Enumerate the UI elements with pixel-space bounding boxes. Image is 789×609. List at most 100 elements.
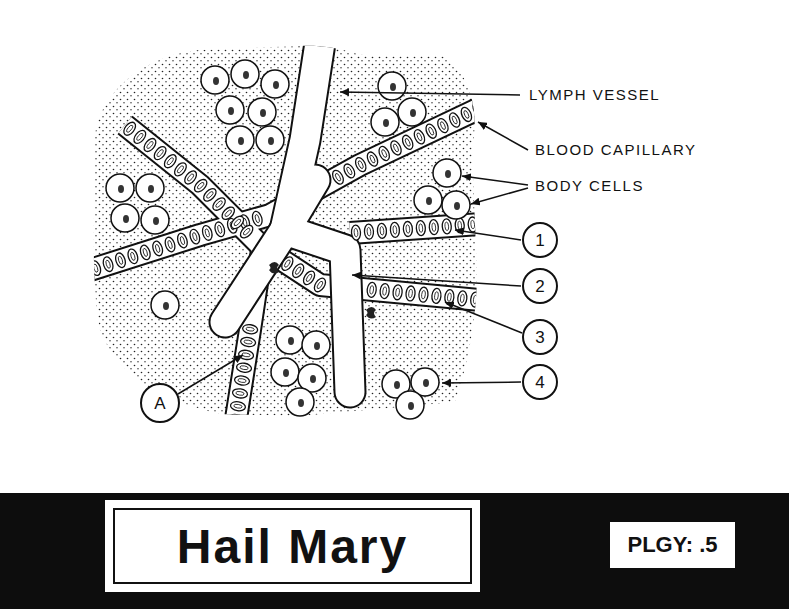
red-blood-cell bbox=[166, 157, 174, 166]
red-blood-cell bbox=[367, 282, 377, 298]
red-blood-cell bbox=[136, 132, 144, 141]
red-blood-cell bbox=[429, 219, 439, 235]
red-blood-cell bbox=[458, 221, 462, 230]
cell-nucleus bbox=[410, 109, 416, 117]
red-blood-cell bbox=[431, 288, 441, 304]
body-cell bbox=[371, 108, 399, 136]
red-blood-cell bbox=[232, 417, 241, 422]
callout-number: 4 bbox=[522, 364, 558, 400]
red-blood-cell bbox=[228, 413, 244, 424]
red-blood-cell bbox=[406, 225, 410, 234]
body-cell bbox=[231, 60, 259, 88]
red-blood-cell bbox=[342, 162, 357, 179]
red-blood-cell bbox=[416, 132, 423, 141]
red-blood-cell bbox=[234, 375, 250, 386]
red-blood-cell bbox=[176, 232, 189, 249]
cell-membrane bbox=[231, 60, 259, 88]
cell-nucleus bbox=[153, 217, 159, 225]
cell-nucleus bbox=[238, 137, 244, 145]
red-blood-cell bbox=[424, 122, 439, 139]
tissue-fluid bbox=[94, 46, 477, 416]
body-cells bbox=[106, 60, 470, 419]
body-cell bbox=[216, 96, 244, 124]
red-blood-cell bbox=[354, 228, 358, 237]
cell-nucleus bbox=[283, 369, 289, 377]
red-blood-cell bbox=[412, 128, 427, 145]
red-blood-cell bbox=[244, 340, 253, 345]
white-blood-cell bbox=[366, 307, 376, 319]
cell-nucleus bbox=[314, 342, 320, 350]
red-blood-cell bbox=[312, 276, 328, 293]
red-blood-cell bbox=[254, 214, 260, 223]
body-cell bbox=[302, 331, 330, 359]
red-blood-cell bbox=[163, 236, 176, 253]
red-blood-cell bbox=[232, 388, 248, 399]
red-blood-cell bbox=[342, 162, 357, 179]
red-blood-cell bbox=[416, 220, 426, 236]
red-blood-cell bbox=[431, 288, 441, 304]
red-blood-cell bbox=[176, 165, 184, 174]
red-blood-cell bbox=[330, 168, 345, 185]
cell-nucleus bbox=[394, 381, 400, 389]
red-blood-cell bbox=[240, 365, 249, 370]
cell-membrane bbox=[136, 174, 164, 202]
red-blood-cell bbox=[312, 276, 328, 293]
red-blood-cell bbox=[475, 104, 482, 113]
red-blood-cell bbox=[204, 228, 210, 237]
body-cell bbox=[396, 391, 424, 419]
red-blood-cell bbox=[213, 221, 226, 238]
red-blood-cell bbox=[196, 181, 204, 189]
red-blood-cell bbox=[290, 262, 306, 279]
body-cell bbox=[111, 204, 139, 232]
red-blood-cell bbox=[156, 149, 164, 158]
red-blood-cell bbox=[377, 145, 392, 162]
red-blood-cell bbox=[392, 284, 402, 300]
red-blood-cell bbox=[163, 236, 176, 253]
red-blood-cell bbox=[390, 222, 400, 238]
red-blood-cell bbox=[126, 124, 134, 133]
cell-membrane bbox=[286, 388, 314, 416]
cell-nucleus bbox=[228, 107, 234, 115]
callout-number: 2 bbox=[522, 268, 558, 304]
leader-line bbox=[471, 188, 528, 204]
cell-membrane bbox=[111, 204, 139, 232]
red-blood-cell bbox=[380, 226, 384, 235]
cell-membrane bbox=[276, 326, 304, 354]
red-blood-cell bbox=[473, 295, 477, 304]
red-blood-cell bbox=[102, 256, 115, 273]
red-blood-cell bbox=[114, 252, 127, 269]
cell-nucleus bbox=[163, 302, 169, 310]
body-cell bbox=[378, 72, 406, 100]
red-blood-cell bbox=[230, 401, 246, 412]
callout-text: 1 bbox=[535, 232, 544, 249]
body-cell bbox=[136, 174, 164, 202]
red-blood-cell bbox=[421, 290, 425, 299]
red-blood-cell bbox=[167, 240, 173, 249]
red-blood-cell bbox=[126, 248, 139, 265]
red-blood-cell bbox=[408, 289, 412, 298]
red-blood-cell bbox=[392, 284, 402, 300]
body-cell bbox=[433, 159, 461, 187]
red-blood-cell bbox=[369, 155, 376, 164]
red-blood-cell bbox=[89, 260, 102, 277]
red-blood-cell bbox=[102, 256, 115, 273]
red-blood-cell bbox=[201, 224, 214, 241]
red-blood-cell bbox=[234, 375, 250, 386]
red-blood-cell bbox=[279, 255, 295, 272]
red-blood-cell bbox=[151, 240, 164, 257]
cell-nucleus bbox=[288, 337, 294, 345]
red-blood-cell bbox=[370, 285, 374, 294]
red-blood-cell bbox=[447, 293, 451, 302]
red-blood-cell bbox=[176, 232, 189, 249]
cell-membrane bbox=[141, 206, 169, 234]
cell-nucleus bbox=[298, 399, 304, 407]
body-cell bbox=[151, 291, 179, 319]
red-blood-cell bbox=[381, 149, 388, 158]
red-blood-cell bbox=[403, 221, 413, 237]
red-blood-cell bbox=[440, 121, 447, 130]
cell-membrane bbox=[216, 96, 244, 124]
leader-line bbox=[455, 230, 521, 240]
red-blood-cell bbox=[206, 191, 214, 199]
red-blood-cell bbox=[301, 269, 317, 286]
